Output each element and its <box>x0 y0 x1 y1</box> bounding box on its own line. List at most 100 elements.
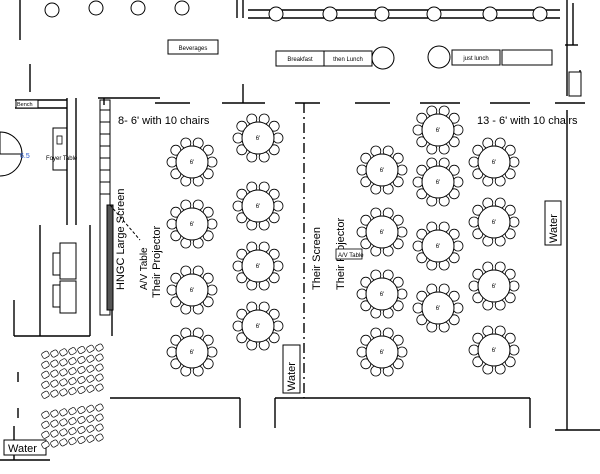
round-table: 6' <box>166 199 218 249</box>
water-station-center <box>282 344 301 394</box>
theater-chair <box>41 420 50 429</box>
round-table: 6' <box>468 137 520 187</box>
foyer-tables <box>52 242 77 314</box>
theater-chair <box>77 345 86 354</box>
table-size-label: 6' <box>380 168 384 174</box>
theater-chair <box>59 378 68 387</box>
empty-buffet-table <box>501 49 553 66</box>
theater-chair <box>50 409 59 418</box>
table-size-label: 6' <box>256 136 260 142</box>
round-table: 6' <box>232 241 284 291</box>
top-round-tables <box>44 0 548 22</box>
theater-chair <box>68 357 77 366</box>
table-size-label: 6' <box>436 128 440 134</box>
round-table: 6' <box>412 221 464 271</box>
bench-label: Bench <box>17 102 33 108</box>
theater-chair <box>95 383 104 392</box>
theater-chair <box>59 408 68 417</box>
door-arc <box>0 131 23 155</box>
table-size-label: 6' <box>256 204 260 210</box>
round-table: 6' <box>412 105 464 155</box>
theater-chair <box>41 350 50 359</box>
table-size-label: 6' <box>492 284 496 290</box>
theater-chair <box>59 368 68 377</box>
foyer-table <box>52 127 68 171</box>
foyer-table-chair <box>56 135 63 145</box>
table-size-label: 6' <box>190 350 194 356</box>
table-size-label: 6' <box>380 230 384 236</box>
table-size-label: 6' <box>380 350 384 356</box>
theater-chair <box>50 419 59 428</box>
table-top <box>241 249 275 283</box>
av-table-left-label: A/V Table <box>139 247 150 290</box>
just-lunch-table <box>451 49 501 66</box>
round-table: 6' <box>166 327 218 377</box>
theater-chair <box>50 389 59 398</box>
theater-chairs <box>41 343 104 449</box>
theater-chair <box>95 423 104 432</box>
lunch-round-table-1 <box>371 46 395 70</box>
table-size-label: 6' <box>492 160 496 166</box>
theater-chair <box>41 410 50 419</box>
table-top <box>421 113 455 147</box>
theater-chair <box>59 418 68 427</box>
table-size-label: 6' <box>256 264 260 270</box>
table-top <box>365 277 399 311</box>
round-table: 6' <box>412 157 464 207</box>
theater-chair <box>77 415 86 424</box>
theater-chair <box>41 370 50 379</box>
round-table: 6' <box>356 207 408 257</box>
theater-chair <box>50 359 59 368</box>
table-top <box>365 335 399 369</box>
theater-chair <box>59 428 68 437</box>
theater-chair <box>77 425 86 434</box>
theater-chair <box>41 380 50 389</box>
theater-chair <box>59 348 68 357</box>
table-size-label: 6' <box>492 348 496 354</box>
theater-chair <box>95 353 104 362</box>
table-size-label: 6' <box>436 306 440 312</box>
table-top <box>175 145 209 179</box>
table-top <box>241 189 275 223</box>
water-bottom-label: Water <box>8 443 37 455</box>
theater-chair <box>77 365 86 374</box>
table-size-label: 6' <box>190 160 194 166</box>
theater-chair <box>68 417 77 426</box>
then-lunch-label: then Lunch <box>333 57 363 63</box>
theater-chair <box>68 367 77 376</box>
their-screen-label: Their Screen <box>311 227 323 290</box>
theater-chair <box>86 354 95 363</box>
theater-chair <box>77 375 86 384</box>
table-size-label: 6' <box>190 288 194 294</box>
theater-chair <box>41 360 50 369</box>
banquet-tables: 6'6'6'6'6'6'6'6'6'6'6'6'6'6'6'6'6'6'6'6' <box>166 105 520 377</box>
breakfast-label: Breakfast <box>287 57 313 63</box>
round-table: 6' <box>468 325 520 375</box>
foyer-table-label: Foyer Table <box>46 156 78 162</box>
just-lunch-label: just lunch <box>462 56 488 62</box>
theater-chair <box>68 377 77 386</box>
round-table: 6' <box>232 181 284 231</box>
theater-chair <box>41 440 50 449</box>
theater-chair <box>68 347 77 356</box>
theater-chair <box>68 427 77 436</box>
table-top <box>241 121 275 155</box>
table-top <box>477 269 511 303</box>
table-top <box>421 229 455 263</box>
lunch-round-table-2 <box>427 45 451 69</box>
water-right-label: Water <box>548 214 560 243</box>
table-top <box>175 273 209 307</box>
right-section-label: 13 - 6' with 10 chairs <box>477 115 578 127</box>
table-top <box>421 291 455 325</box>
theater-chair <box>86 404 95 413</box>
round-table: 6' <box>356 327 408 377</box>
round-table: 6' <box>468 261 520 311</box>
foyer-number: 6.5 <box>20 153 30 160</box>
table-top <box>365 215 399 249</box>
table-top <box>477 333 511 367</box>
door-arc-2 <box>0 153 23 177</box>
round-table: 6' <box>232 113 284 163</box>
table-size-label: 6' <box>256 324 260 330</box>
theater-chair <box>41 390 50 399</box>
